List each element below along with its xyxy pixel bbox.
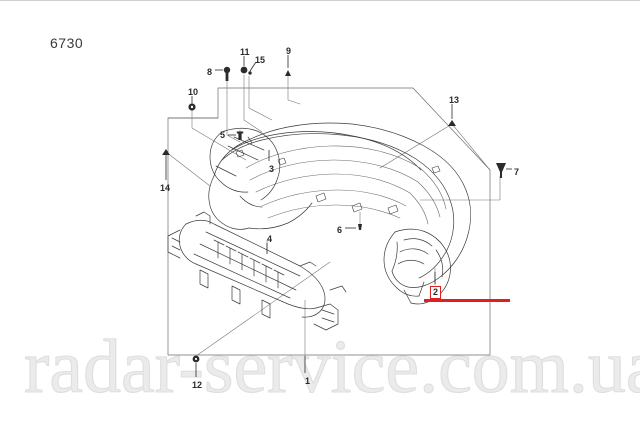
- page-top-border: [0, 0, 640, 1]
- assembly-frame: [167, 87, 491, 356]
- bumper-cover-left-end: [209, 127, 281, 208]
- bumper-reinforcement-bar: [167, 211, 347, 331]
- stud-icon: [358, 224, 362, 230]
- nut-icon: [240, 66, 248, 74]
- bumper-cover-outline: [208, 122, 471, 288]
- selected-part-underline: [424, 299, 510, 302]
- grommet-icon-12: [192, 355, 200, 363]
- grommet-icon: [188, 103, 196, 111]
- callout-6[interactable]: 6: [337, 225, 343, 235]
- callout-2[interactable]: 2: [430, 286, 442, 299]
- screw-icon: [285, 70, 291, 76]
- callout-7[interactable]: 7: [514, 167, 520, 177]
- watermark-text: radar-service.com.ua: [24, 325, 640, 409]
- callout-14[interactable]: 14: [160, 183, 171, 193]
- callout-1[interactable]: 1: [305, 376, 311, 386]
- callout-3[interactable]: 3: [269, 164, 275, 174]
- clip-icon: [248, 71, 252, 75]
- callout-12[interactable]: 12: [192, 380, 203, 390]
- callout-8[interactable]: 8: [207, 67, 213, 77]
- bumper-cover-contours: [245, 145, 447, 225]
- callout-15[interactable]: 15: [255, 55, 266, 65]
- arrow-icon-14: [162, 149, 170, 155]
- bumper-cover-right-end: [383, 228, 451, 305]
- callout-5[interactable]: 5: [220, 130, 226, 140]
- illustration-strokes: [165, 74, 501, 357]
- callout-10[interactable]: 10: [188, 87, 199, 97]
- arrow-icon-13: [448, 120, 456, 126]
- callout-9[interactable]: 9: [286, 46, 292, 56]
- callout-13[interactable]: 13: [449, 95, 460, 105]
- rivet-icon: [496, 163, 506, 178]
- leader-lines: [165, 74, 501, 357]
- hardware-glyphs: [162, 66, 506, 363]
- bolt-icon: [223, 66, 231, 81]
- cover-clip-details: [235, 149, 441, 215]
- pin-icon: [236, 131, 244, 140]
- callout-stems: [165, 55, 512, 377]
- callout-4[interactable]: 4: [267, 234, 273, 244]
- page-title: 6730: [50, 35, 84, 51]
- callout-11[interactable]: 11: [240, 47, 250, 57]
